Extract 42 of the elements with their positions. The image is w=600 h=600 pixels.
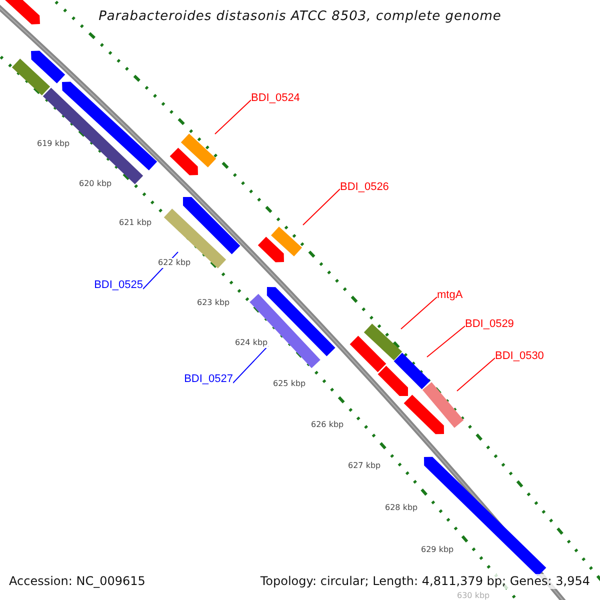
pointed-gene-feature — [170, 148, 198, 176]
position-label: 626 kbp — [311, 420, 344, 430]
position-label: 624 kbp — [235, 338, 268, 348]
leader-line — [426, 326, 466, 358]
position-label: 627 kbp — [348, 461, 381, 471]
pointed-gene-feature — [404, 394, 444, 434]
pointed-gene-feature — [31, 50, 66, 84]
gene-label: BDI_0527 — [184, 373, 233, 385]
footer-text: Topology: circular; Length: 4,811,379 bp; Genes: 3,954 — [260, 574, 590, 589]
position-label: 629 kbp — [421, 545, 454, 555]
position-label: 619 kbp — [37, 139, 70, 149]
gene-label: BDI_0524 — [251, 92, 300, 104]
gene-feature — [422, 382, 464, 428]
position-label: 620 kbp — [79, 179, 112, 189]
position-label: 621 kbp — [119, 218, 152, 228]
leader-line — [302, 188, 340, 226]
footer-text: Accession: NC_009615 — [9, 574, 146, 589]
gene-feature — [180, 134, 216, 168]
pointed-gene-feature — [378, 366, 408, 396]
gene-feature — [364, 324, 402, 360]
position-label: 623 kbp — [197, 298, 230, 308]
gene-label: BDI_0525 — [94, 279, 143, 291]
gene-feature — [250, 294, 320, 368]
position-label: 622 kbp — [158, 258, 191, 268]
leader-line — [232, 346, 268, 384]
leader-line — [214, 100, 252, 134]
leader-line — [400, 296, 438, 330]
gene-feature — [271, 226, 302, 256]
gene-feature — [12, 58, 50, 96]
title: Parabacteroides distasonis ATCC 8503, complete genome — [98, 9, 502, 24]
pointed-gene-feature — [266, 287, 336, 356]
gene-label: BDI_0526 — [340, 181, 389, 193]
pointed-gene-feature — [258, 236, 284, 262]
position-label: 625 kbp — [273, 379, 306, 389]
gene-feature — [394, 352, 430, 390]
pointed-gene-feature — [183, 197, 240, 254]
leader-line — [456, 358, 496, 392]
gene-feature — [350, 336, 386, 372]
gene-label: BDI_0529 — [465, 318, 514, 330]
gene-label: BDI_0530 — [495, 350, 544, 362]
gene-label: mtgA — [437, 289, 463, 301]
position-label: 630 kbp — [457, 591, 490, 600]
